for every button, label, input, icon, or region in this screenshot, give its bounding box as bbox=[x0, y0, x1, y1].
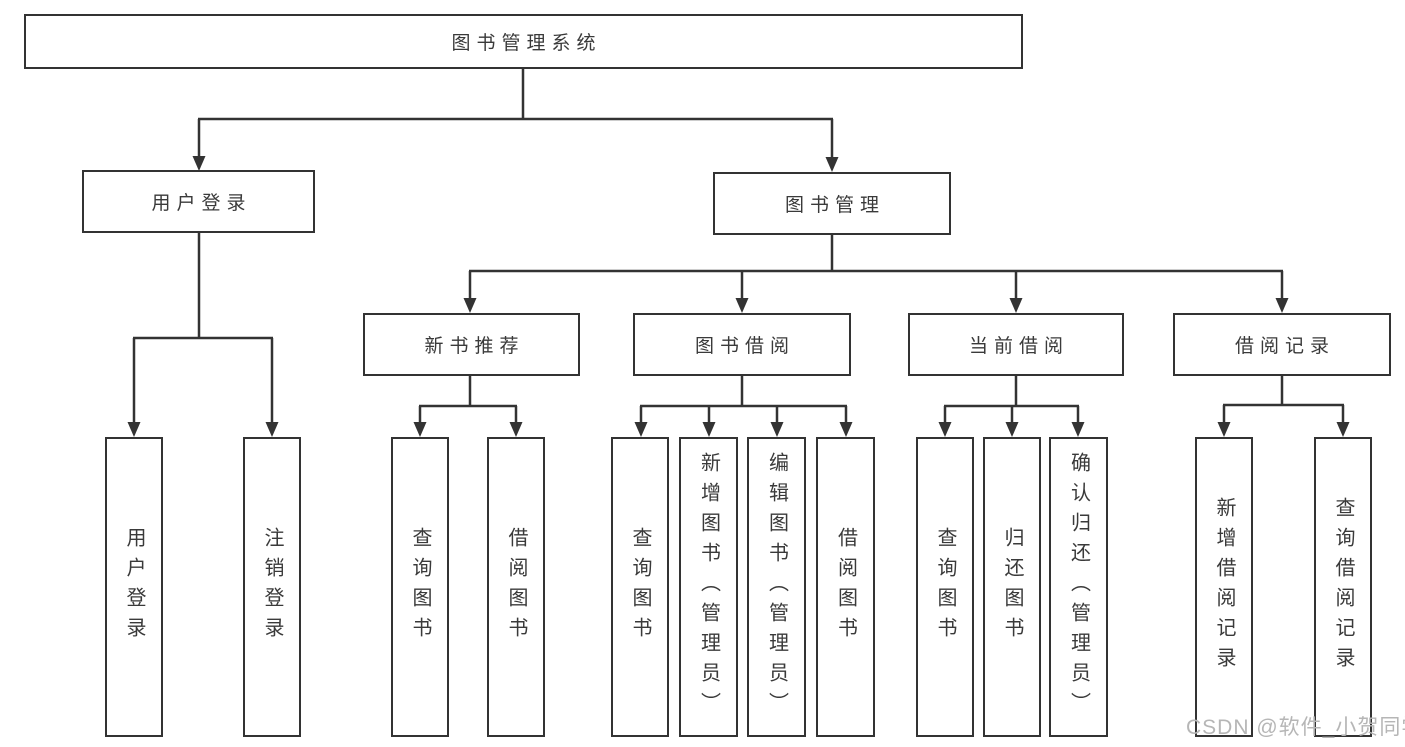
node-current-borrowing: 当前借阅 bbox=[908, 313, 1124, 376]
node-label: 借阅图书 bbox=[505, 527, 527, 647]
leaf-cb-confirm-return-admin: 确认归还（管理员） bbox=[1049, 437, 1108, 737]
node-label: 注销登录 bbox=[261, 527, 283, 647]
node-label: 编辑图书（管理员） bbox=[765, 452, 788, 722]
node-library-management-system: 图书管理系统 bbox=[24, 14, 1023, 69]
leaf-cb-query-books: 查询图书 bbox=[916, 437, 974, 737]
node-label: 图书借阅 bbox=[694, 336, 795, 357]
leaf-rec-borrow-books: 借阅图书 bbox=[487, 437, 545, 737]
leaf-bb-add-books-admin: 新增图书（管理员） bbox=[679, 437, 738, 737]
leaf-rec-query-books: 查询图书 bbox=[391, 437, 449, 737]
node-label: 确认归还（管理员） bbox=[1067, 452, 1090, 722]
leaf-logout: 注销登录 bbox=[243, 437, 301, 737]
node-label: 查询图书 bbox=[934, 527, 956, 647]
node-label: 新增借阅记录 bbox=[1213, 497, 1235, 677]
node-book-borrowing: 图书借阅 bbox=[633, 313, 851, 376]
node-label: 借阅记录 bbox=[1234, 336, 1335, 357]
node-user-login: 用户登录 bbox=[82, 170, 315, 233]
node-label: 查询借阅记录 bbox=[1332, 497, 1354, 677]
leaf-cb-return-books: 归还图书 bbox=[983, 437, 1041, 737]
node-label: 当前借阅 bbox=[968, 336, 1069, 357]
node-new-book-recommendation: 新书推荐 bbox=[363, 313, 580, 376]
node-label: 用户登录 bbox=[123, 527, 145, 647]
leaf-user-login: 用户登录 bbox=[105, 437, 163, 737]
leaf-bb-borrow-books: 借阅图书 bbox=[816, 437, 875, 737]
node-label: 图书管理系统 bbox=[451, 33, 602, 54]
node-label: 图书管理 bbox=[784, 195, 885, 216]
node-label: 新书推荐 bbox=[424, 336, 525, 357]
leaf-bb-query-books: 查询图书 bbox=[611, 437, 669, 737]
node-label: 归还图书 bbox=[1001, 527, 1023, 647]
node-label: 查询图书 bbox=[409, 527, 431, 647]
leaf-br-query-record: 查询借阅记录 bbox=[1314, 437, 1372, 737]
node-label: 查询图书 bbox=[629, 527, 651, 647]
node-label: 借阅图书 bbox=[834, 527, 857, 647]
node-borrowing-records: 借阅记录 bbox=[1173, 313, 1391, 376]
csdn-watermark: CSDN @软件_小贺同学 bbox=[1186, 716, 1405, 739]
leaf-bb-edit-books-admin: 编辑图书（管理员） bbox=[747, 437, 806, 737]
node-book-management: 图书管理 bbox=[713, 172, 951, 235]
node-label: 新增图书（管理员） bbox=[697, 452, 720, 722]
leaf-br-add-record: 新增借阅记录 bbox=[1195, 437, 1253, 737]
node-label: 用户登录 bbox=[151, 193, 252, 214]
